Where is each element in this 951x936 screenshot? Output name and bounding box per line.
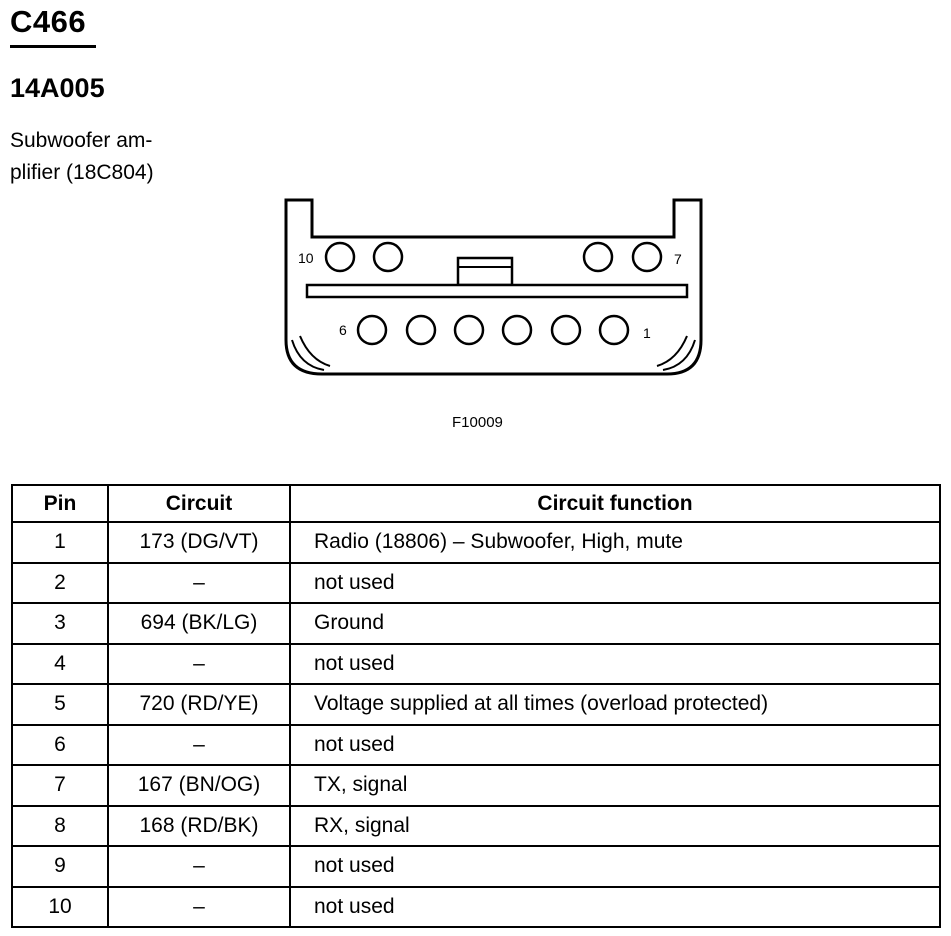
header-pin: Pin [11,484,109,523]
pin-cell: 5 [11,683,109,726]
function-cell: Radio (18806) – Subwoofer, High, mute [289,521,941,564]
function-cell: not used [289,561,941,604]
circuit-cell: 167 (BN/OG) [107,764,291,807]
function-cell: not used [289,885,941,928]
description-line-2: plifier (18C804) [10,161,154,184]
connector-housing [284,198,703,376]
pin-label-7: 7 [674,251,682,267]
function-cell: Voltage supplied at all times (overload … [289,683,941,726]
pin-7 [631,241,663,273]
circuit-cell: – [107,885,291,928]
pin-4 [453,314,485,346]
pin-6 [356,314,388,346]
pin-cell: 1 [11,521,109,564]
housing-corner-left-inner [299,335,331,367]
pin-3 [501,314,533,346]
pin-5 [405,314,437,346]
housing-corner-right [662,339,696,371]
pin-cell: 2 [11,561,109,604]
pin-cell: 10 [11,885,109,928]
circuit-cell: 173 (DG/VT) [107,521,291,564]
pin-cell: 4 [11,642,109,685]
title-underline [10,45,96,48]
pin-cell: 7 [11,764,109,807]
header-circuit: Circuit [107,484,291,523]
circuit-cell: 694 (BK/LG) [107,602,291,645]
circuit-cell: 168 (RD/BK) [107,804,291,847]
function-cell: TX, signal [289,764,941,807]
table-row: 10–not used [11,885,941,928]
housing-corner-right-inner [656,335,688,367]
part-number: 14A005 [10,73,105,103]
function-cell: not used [289,723,941,766]
pin-cell: 9 [11,845,109,888]
pin-1 [598,314,630,346]
pin-8 [582,241,614,273]
pin-cell: 3 [11,602,109,645]
function-cell: Ground [289,602,941,645]
function-cell: not used [289,642,941,685]
connector-latch [456,256,514,287]
pin-label-1: 1 [643,325,651,341]
table-row: 6–not used [11,723,941,766]
pin-cell: 6 [11,723,109,766]
header-circuit-function: Circuit function [289,484,941,523]
function-cell: not used [289,845,941,888]
table-row: 4–not used [11,642,941,685]
circuit-cell: – [107,561,291,604]
pin-label-10: 10 [298,250,314,266]
component-description: Subwoofer am- plifier (18C804) [10,125,154,189]
circuit-cell: – [107,723,291,766]
pin-label-6: 6 [339,322,347,338]
pin-2 [550,314,582,346]
circuit-cell: – [107,845,291,888]
pin-9 [372,241,404,273]
table-header-row: Pin Circuit Circuit function [11,484,941,523]
circuit-cell: 720 (RD/YE) [107,683,291,726]
connector-title: C466 [10,4,87,39]
figure-id: F10009 [452,414,503,431]
pin-10 [324,241,356,273]
table-row: 9–not used [11,845,941,888]
description-line-1: Subwoofer am- [10,129,153,152]
circuit-cell: – [107,642,291,685]
pin-cell: 8 [11,804,109,847]
table-row: 2–not used [11,561,941,604]
connector-face-diagram: 10 7 6 1 [284,198,703,376]
connector-key-bar [305,283,689,299]
housing-corner-left [291,339,325,371]
function-cell: RX, signal [289,804,941,847]
